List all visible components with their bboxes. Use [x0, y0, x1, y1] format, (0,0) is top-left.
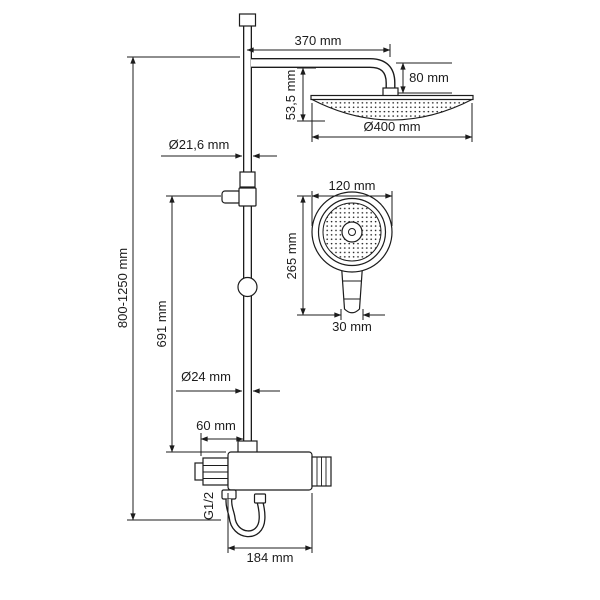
- label-inlet-offset: 60 mm: [196, 418, 236, 433]
- label-arm-length: 370 mm: [295, 33, 342, 48]
- label-handle-diameter: 30 mm: [332, 319, 372, 334]
- hose-nut: [253, 493, 267, 504]
- dimension-lines: [127, 44, 473, 553]
- shower-hose: [225, 493, 267, 538]
- dimension-labels: 370 mm 80 mm 53,5 mm Ø400 mm Ø21,6 mm 80…: [115, 33, 449, 565]
- top-cap: [238, 13, 257, 27]
- label-arm-to-head-drop: 80 mm: [409, 70, 449, 85]
- label-riser-length: 691 mm: [154, 301, 169, 348]
- label-head-diameter: Ø400 mm: [363, 119, 420, 134]
- shower-arm: [251, 58, 396, 91]
- label-mixer-width: 184 mm: [247, 550, 294, 565]
- label-upper-pipe-diameter: Ø21,6 mm: [169, 137, 230, 152]
- mixer-inlet-nut: [237, 440, 258, 454]
- label-hand-shower-diameter: 120 mm: [329, 178, 376, 193]
- hand-shower-handle: [340, 265, 364, 314]
- shower-head-spray-face: [310, 98, 474, 121]
- hose-outlet: [221, 489, 237, 500]
- mixer-group: [194, 451, 332, 500]
- label-column-height-range: 800-1250 mm: [115, 248, 130, 328]
- label-head-thickness: 53,5 mm: [283, 70, 298, 121]
- label-lower-pipe-diameter: Ø24 mm: [181, 369, 231, 384]
- label-thread-size: G1/2: [201, 492, 216, 520]
- flow-handle: [311, 456, 332, 487]
- slider-knob: [237, 276, 258, 298]
- temperature-handle: [202, 457, 229, 486]
- pipe-collar: [239, 171, 256, 188]
- rain-shower-head: [310, 94, 474, 121]
- mixer-body: [227, 451, 313, 491]
- label-hand-shower-length: 265 mm: [284, 233, 299, 280]
- hand-shower: [311, 191, 393, 314]
- shower-head-rim: [310, 94, 474, 101]
- slider-bracket: [221, 187, 257, 207]
